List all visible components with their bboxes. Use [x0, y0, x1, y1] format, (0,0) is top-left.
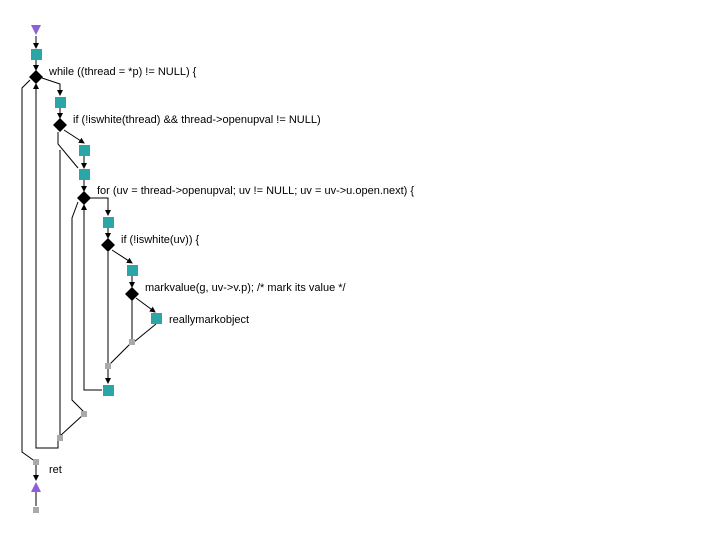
label-reallymarkobject-call: reallymarkobject	[169, 314, 249, 326]
block-node-thread-true[interactable]	[79, 145, 90, 156]
junction-node-while-exit	[33, 459, 39, 465]
edge-join-to-join2	[107, 342, 132, 367]
decision-node-while[interactable]	[29, 70, 43, 84]
junction-node-if-uv	[105, 363, 111, 369]
flow-edges	[21, 36, 157, 506]
decision-node-for[interactable]	[77, 191, 91, 205]
decision-node-markvalue[interactable]	[125, 287, 139, 301]
edge-while-exit	[21, 79, 37, 463]
label-if-iswhite-thread: if (!iswhite(thread) && thread->openupva…	[73, 114, 321, 126]
label-return-statement: ret	[49, 464, 62, 476]
block-node-init[interactable]	[31, 49, 42, 60]
edge-if-thread-true	[63, 129, 85, 144]
edge-for-true	[90, 197, 111, 216]
edge-while-true	[41, 77, 63, 96]
entry-node[interactable]	[31, 25, 41, 35]
edge-really-to-join	[133, 323, 157, 343]
block-node-loop-head[interactable]	[55, 97, 66, 108]
label-markvalue-call: markvalue(g, uv->v.p); /* mark its value…	[145, 282, 347, 294]
edge-for-back	[81, 204, 102, 391]
edge-if-thread-false	[57, 132, 79, 169]
edge-while-back	[33, 83, 59, 449]
label-while-loop: while ((thread = *p) != NULL) {	[48, 66, 197, 78]
block-node-for-next[interactable]	[103, 385, 114, 396]
block-node-uv-true[interactable]	[127, 265, 138, 276]
block-node-for-body[interactable]	[103, 217, 114, 228]
edge-if-uv-true	[111, 249, 133, 264]
junction-node-for-exit	[81, 411, 87, 417]
decision-node-if-thread[interactable]	[53, 118, 67, 132]
label-if-iswhite-uv: if (!iswhite(uv)) {	[121, 234, 200, 246]
edge-markvalue-to-really	[135, 297, 156, 313]
statement-labels: while ((thread = *p) != NULL) { if (!isw…	[48, 66, 414, 476]
decision-node-if-uv[interactable]	[101, 238, 115, 252]
flow-nodes	[29, 25, 162, 513]
edge-join-to-while-join	[59, 413, 85, 437]
end-node	[33, 507, 39, 513]
block-node-reallymarkobject[interactable]	[151, 313, 162, 324]
edge-for-exit	[71, 201, 85, 413]
junction-node-markvalue	[129, 339, 135, 345]
label-for-loop: for (uv = thread->openupval; uv != NULL;…	[97, 185, 414, 197]
block-node-for-init[interactable]	[79, 169, 90, 180]
junction-node-thread	[57, 435, 63, 441]
exit-node[interactable]	[31, 482, 41, 492]
